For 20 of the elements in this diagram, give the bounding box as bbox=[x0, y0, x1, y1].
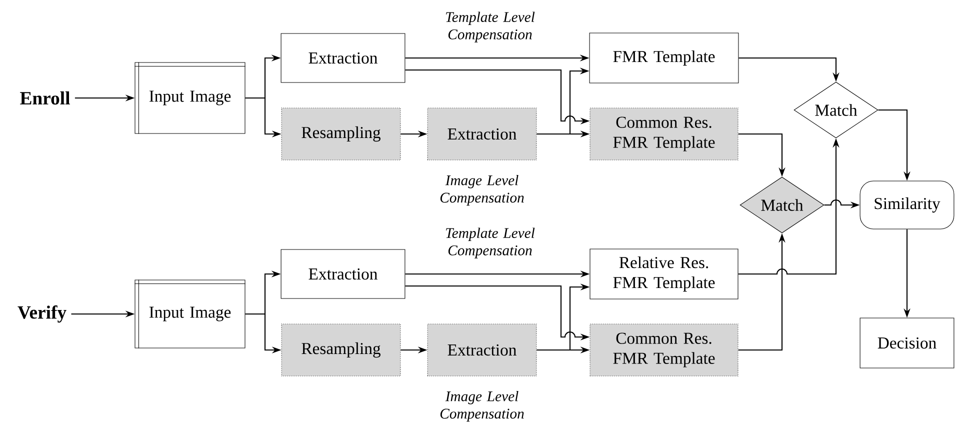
process-box: Common Res. FMR Template bbox=[590, 108, 738, 160]
process-box: Relative Res. FMR Template bbox=[590, 248, 738, 300]
input-box: Input Image bbox=[134, 62, 246, 134]
process-box: Common Res. FMR Template bbox=[590, 324, 738, 376]
process-box: Extraction bbox=[427, 324, 537, 376]
process-box: Extraction bbox=[427, 108, 537, 160]
edge-label: Template Level Compensation bbox=[446, 228, 535, 258]
process-box: FMR Template bbox=[589, 32, 739, 84]
input-label: Enroll bbox=[20, 91, 70, 105]
input-box: Input Image bbox=[134, 279, 246, 349]
process-box: Resampling bbox=[281, 108, 401, 160]
node-caption: Image Level Compensation bbox=[440, 175, 524, 206]
edge-label: Template Level Compensation bbox=[446, 12, 535, 42]
process-box: Extraction bbox=[280, 33, 406, 83]
terminal-box: Similarity bbox=[860, 180, 954, 230]
process-box: Extraction bbox=[280, 249, 406, 299]
node-caption: Image Level Compensation bbox=[440, 391, 524, 422]
process-box: Decision bbox=[860, 318, 954, 368]
process-box: Resampling bbox=[281, 324, 401, 376]
input-label: Verify bbox=[18, 305, 66, 323]
